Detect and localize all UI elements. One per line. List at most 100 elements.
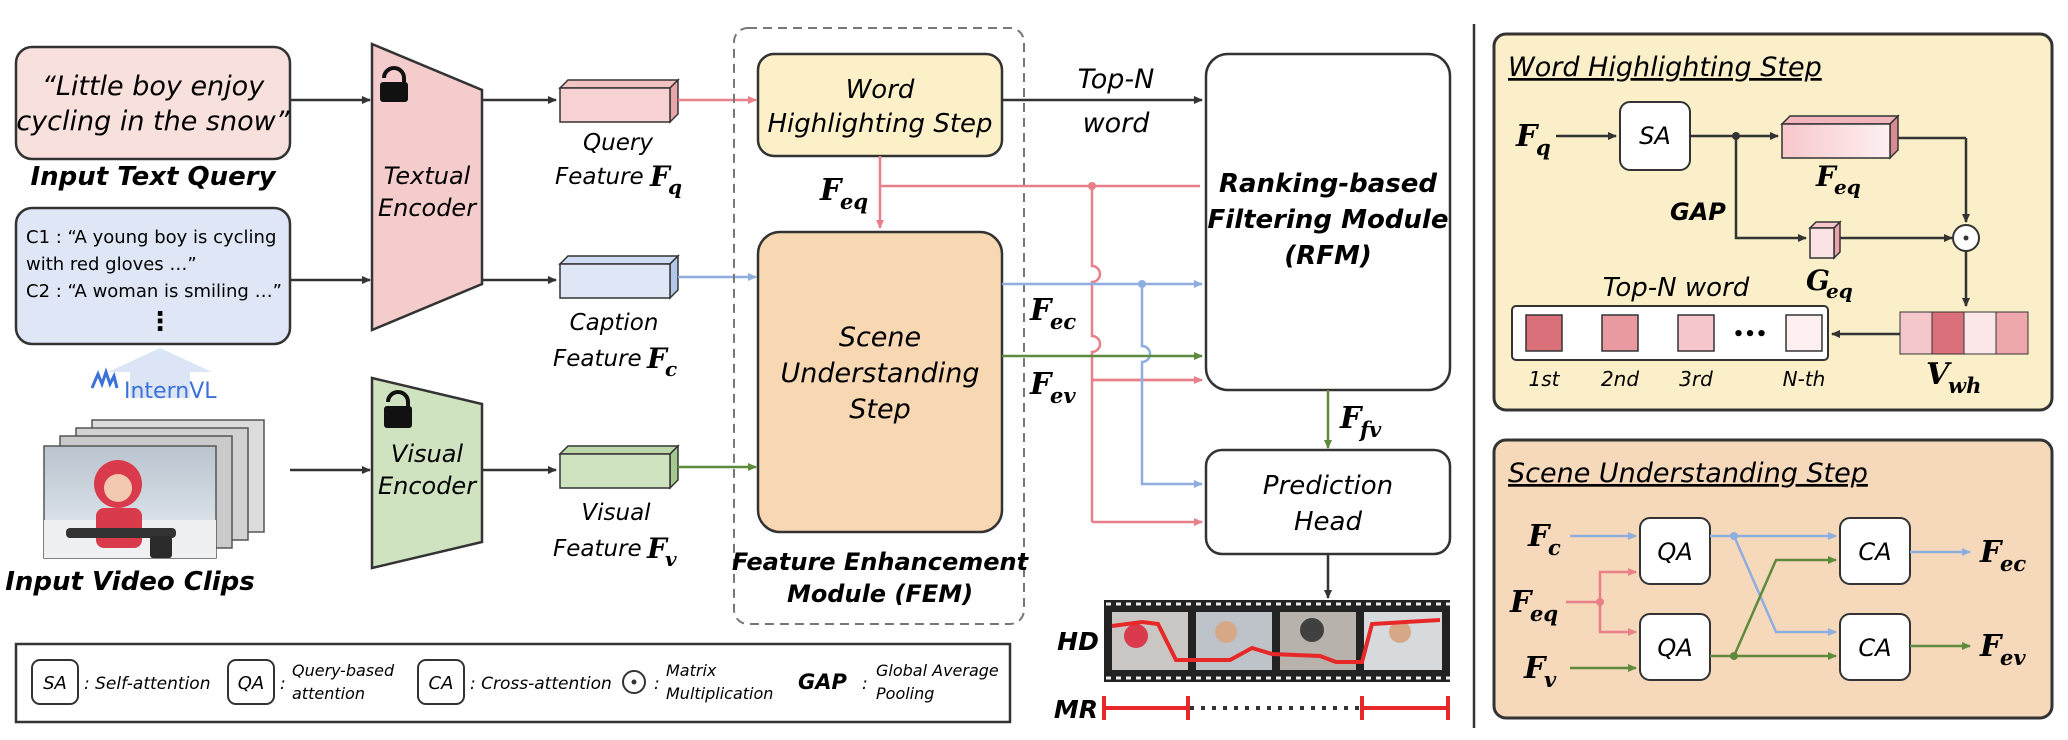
svg-text:Ranking-based: Ranking-based [1219,169,1437,199]
svg-text:Matrix: Matrix [666,661,717,680]
svg-text:Caption: Caption [570,310,659,336]
svg-text:wh: wh [1948,373,1981,398]
svg-text:F: F [1509,585,1534,620]
svg-text::: : [654,674,660,694]
svg-text:: Self-attention: : Self-attention [84,674,210,694]
svg-text:Visual: Visual [581,500,651,526]
svg-text:CA: CA [429,673,454,694]
svg-text:3rd: 3rd [1679,367,1713,391]
svg-text:Multiplication: Multiplication [666,684,773,703]
rfm-box: Ranking-based Filtering Module (RFM) [1204,52,1452,392]
svg-text:1st: 1st [1529,367,1561,391]
mr-label: MR [1054,695,1098,724]
svg-text:v: v [665,547,677,571]
svg-text:F: F [646,532,669,565]
svg-text:c: c [665,357,677,381]
svg-text:Scene: Scene [839,322,921,353]
svg-text:F: F [1029,367,1054,402]
svg-text:Highlighting Step: Highlighting Step [767,109,992,139]
svg-text:Query-based: Query-based [292,661,395,680]
svg-text:v: v [1544,667,1557,692]
svg-text:: Cross-attention: : Cross-attention [470,674,612,694]
svg-text:F: F [1339,401,1364,436]
svg-text:Feature: Feature [553,346,642,372]
vwh-bar [1899,311,2029,355]
topn-word-list: ••• [1511,305,1829,361]
svg-text:Feature: Feature [555,164,644,190]
caption-box: C1 : “A young boy is cycling with red gl… [14,206,292,346]
sus-qa-bottom: QA [1657,634,1692,662]
svg-text:Step: Step [849,394,910,425]
svg-text:Pooling: Pooling [876,684,934,703]
whs-panel: Word Highlighting Step F q SA F eq GAP G… [1492,32,2054,412]
svg-text:F: F [1979,535,2004,570]
svg-text:F: F [1815,160,1838,193]
svg-text:with red gloves …”: with red gloves …” [26,254,197,275]
svg-text:G: G [1806,264,1830,297]
fem-dashed-border [733,27,1025,625]
svg-text:F: F [1527,519,1552,554]
svg-text:eq: eq [1530,601,1558,626]
caption-feature-bar: Caption Feature F c [553,254,680,381]
svg-text:⋮: ⋮ [147,307,173,337]
svg-text:F: F [1515,119,1540,154]
matrix-mult-icon [1963,235,1969,241]
input-video-title: Input Video Clips [5,567,255,597]
svg-text:Prediction: Prediction [1263,471,1393,501]
svg-text:“Little boy enjoy: “Little boy enjoy [42,71,265,102]
lock-icon [384,390,412,428]
sus-panel-title: Scene Understanding Step [1508,458,1868,489]
svg-text:ec: ec [2000,551,2026,576]
svg-text:SA: SA [43,673,67,694]
svg-text:eq: eq [1834,175,1861,199]
textual-encoder: Textual Encoder [370,42,484,332]
svg-text:Textual: Textual [384,162,471,190]
fec-label: F ec [1029,293,1076,334]
svg-text:C2 : “A woman is smiling …”: C2 : “A woman is smiling …” [26,281,282,302]
svg-text:q: q [1536,135,1551,160]
fem-title-2: Module (FEM) [787,580,973,608]
svg-text::: : [280,674,286,694]
svg-text:(RFM): (RFM) [1284,241,1371,271]
input-text-query: “Little boy enjoy cycling in the snow” I… [14,45,292,192]
svg-text:Feature: Feature [553,536,642,562]
feq-label: F eq [819,173,868,214]
word-highlighting-step-box: Word Highlighting Step [756,52,1004,158]
whs-topn: Top-N word [1603,273,1750,303]
ffv-label: F fv [1339,401,1382,442]
internvl-label: InternVL [124,379,217,404]
svg-text:ev: ev [2000,645,2026,670]
lock-icon [380,66,408,102]
svg-text:ec: ec [1050,309,1076,334]
fev-label: F ev [1029,367,1076,408]
film-strip [1104,600,1450,682]
topn-label-2: word [1083,108,1151,139]
geq-bar [1809,227,1835,259]
svg-text:V: V [1926,357,1952,392]
svg-text:ev: ev [1050,383,1076,408]
svg-text:F: F [1979,629,2004,664]
svg-text:QA: QA [238,673,264,694]
sus-ca-top: CA [1858,538,1891,566]
fem-title: Feature Enhancement [732,548,1030,576]
scene-understanding-step-box: Scene Understanding Step [756,230,1004,534]
svg-text:eq: eq [1826,279,1853,303]
sus-ca-bottom: CA [1858,634,1891,662]
visual-encoder: Visual Encoder [370,376,484,570]
input-text-query-title: Input Text Query [30,162,276,192]
svg-text:•••: ••• [1733,324,1768,345]
whs-gap: GAP [1670,198,1726,226]
svg-text:F: F [649,160,672,193]
legend: SA : Self-attention QA : Query-based att… [14,642,1012,724]
svg-text:F: F [646,342,669,375]
internvl-logo-icon [90,367,119,389]
svg-text:GAP: GAP [798,670,847,694]
hd-label: HD [1057,627,1099,656]
svg-text:Word: Word [846,75,915,105]
matrix-mult-icon [631,679,637,685]
svg-text:Understanding: Understanding [781,358,980,389]
svg-text:cycling in the snow”: cycling in the snow” [16,106,290,137]
internvl-arrow: InternVL [90,348,217,404]
feq-bar [1781,123,1891,159]
